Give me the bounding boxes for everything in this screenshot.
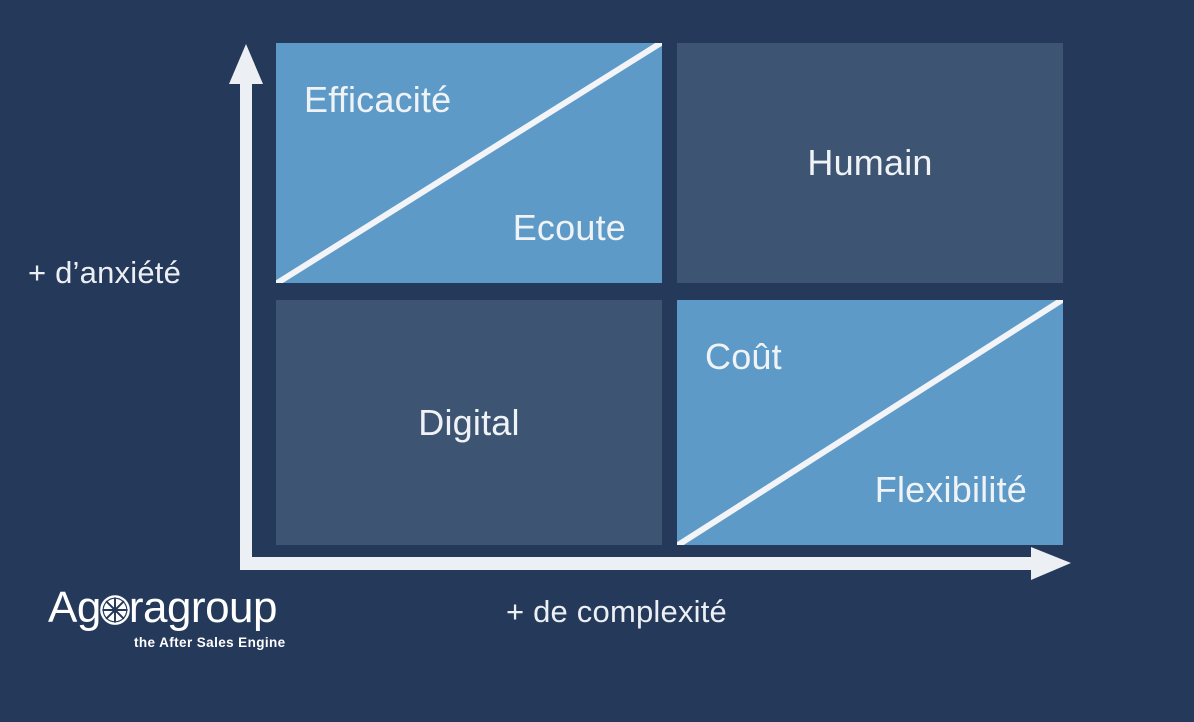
quadrant-top-right-label: Humain [807, 142, 933, 183]
quadrant-bottom-left-label: Digital [418, 401, 520, 443]
wheel-icon [100, 586, 130, 625]
quadrant-bottom-right-label-secondary: Flexibilité [874, 469, 1027, 510]
logo-wordmark: Ag ragroup [48, 583, 308, 633]
y-axis-label: + d’anxiété [28, 255, 182, 290]
quadrant-bottom-right-label-primary: Coût [705, 336, 782, 377]
quadrant-top-left-label-secondary: Ecoute [512, 207, 626, 248]
x-axis-arrow-icon [240, 547, 1071, 580]
logo-word-before-icon: Ag [48, 583, 101, 632]
diagonal-line-top-left [276, 43, 662, 283]
quadrant-top-right[interactable]: Humain [677, 43, 1063, 283]
logo-word-after-icon: ragroup [128, 583, 278, 632]
quadrant-bottom-right[interactable]: Coût Flexibilité [677, 300, 1063, 545]
diagonal-line-bottom-right [677, 300, 1063, 545]
x-axis-label: + de complexité [506, 594, 727, 629]
y-axis-arrow-icon [229, 44, 263, 570]
brand-logo: Ag ragroup the After Sales En [48, 583, 308, 659]
quadrant-top-left[interactable]: Efficacité Ecoute [276, 43, 662, 283]
quadrant-bottom-left[interactable]: Digital [276, 300, 662, 545]
logo-tagline: the After Sales Engine [134, 635, 286, 650]
quadrant-top-left-label-primary: Efficacité [304, 79, 452, 120]
